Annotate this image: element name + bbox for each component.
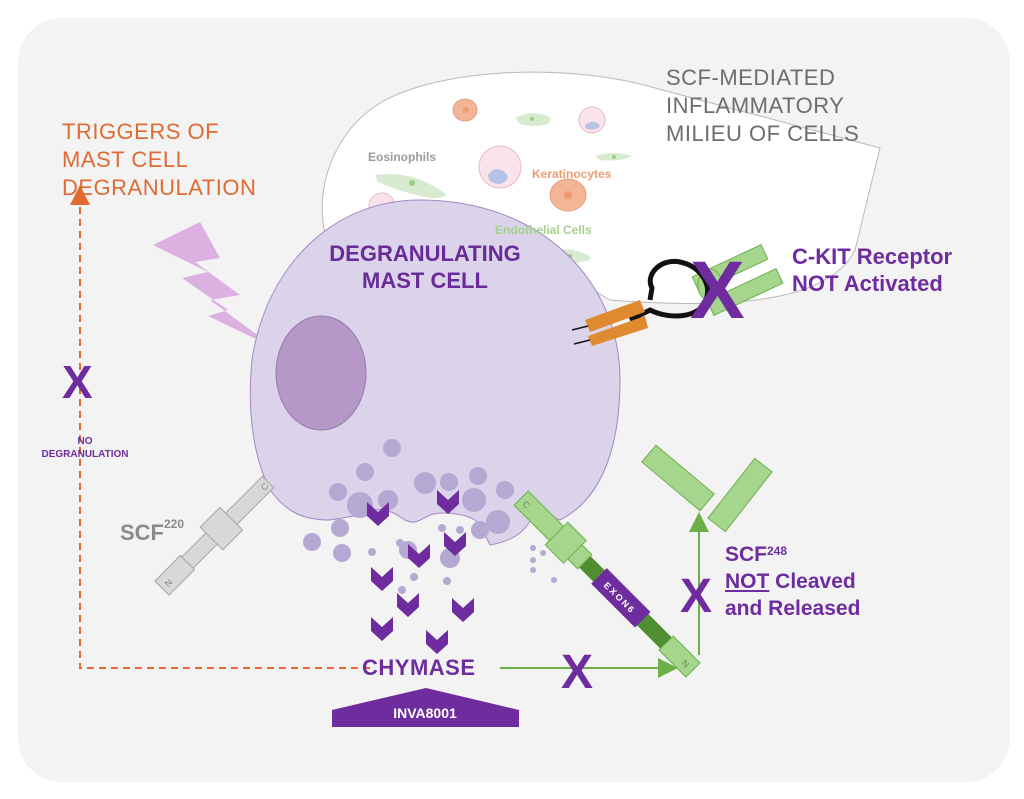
block-x-icon: X	[690, 245, 745, 336]
ckit-receptor	[571, 244, 784, 346]
chymase-chevron	[371, 617, 393, 641]
mast-cell-nucleus	[275, 315, 367, 431]
lightning-icon	[153, 222, 275, 348]
mast-cell-body	[249, 199, 621, 546]
scf220-label: SCF220	[120, 517, 185, 545]
degranulation-dashed-path	[70, 185, 370, 669]
block-x-icon: X	[62, 356, 93, 408]
block-x-icon: X	[680, 570, 712, 623]
eosinophils-label: Eosinophils	[368, 150, 437, 164]
scf-fragment	[707, 457, 773, 533]
keratinocytes-label: Keratinocytes	[532, 167, 612, 181]
chymase-chevron	[437, 490, 459, 514]
chymase-chevron	[444, 532, 466, 556]
svg-text:N: N	[163, 577, 175, 589]
chymase-chevron	[452, 598, 474, 622]
mast-cell-label: DEGRANULATING MAST CELL	[329, 241, 521, 293]
scf220-protein: C N	[154, 475, 275, 596]
inva8001-shape	[332, 688, 519, 727]
endothelial-cell	[375, 174, 446, 198]
svg-text:N: N	[680, 658, 692, 670]
chymase-chevron	[426, 630, 448, 654]
chymase-chevron	[408, 544, 430, 568]
triggers-title: TRIGGERS OF MAST CELL DEGRANULATION	[62, 119, 257, 200]
milieu-title: SCF-MEDIATED INFLAMMATORY MILIEU OF CELL…	[666, 65, 860, 146]
ckit-label: C-KIT Receptor NOT Activated	[792, 244, 953, 296]
chymase-chevrons	[367, 490, 474, 654]
endothelial-label: Endothelial Cells	[495, 223, 592, 237]
inva8001-label: INVA8001	[393, 705, 457, 721]
block-x-icon: X	[561, 646, 593, 699]
scf248-label: SCF248 NOT Cleaved and Released	[725, 543, 861, 620]
no-degranulation-label: NO DEGRANULATION	[41, 436, 129, 460]
chymase-label: CHYMASE	[362, 655, 476, 680]
scf-fragment	[641, 444, 715, 512]
scf248-protein: EXON6 C N	[513, 490, 701, 678]
chymase-chevron	[397, 593, 419, 617]
chymase-chevron	[371, 567, 393, 591]
chymase-chevron	[367, 502, 389, 526]
